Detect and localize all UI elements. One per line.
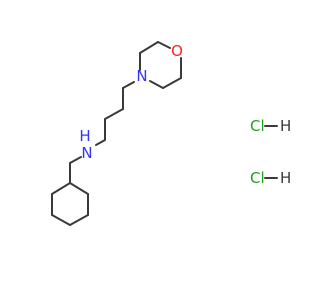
ring-nitrogen-label: N	[136, 67, 147, 85]
bond-cyhex-6	[51, 182, 71, 195]
bond-cyhex-4	[51, 214, 71, 226]
cyclohexylmethyl	[51, 156, 89, 226]
bond-chain-c2-to-c3	[104, 108, 124, 120]
chemical-structure-diagram: N O H N Cl H Cl H	[51, 41, 291, 226]
chloride-2-label: Cl	[250, 169, 265, 187]
amine-hydrogen-label: H	[79, 127, 90, 145]
bond-ring-c4-to-n	[149, 80, 164, 89]
chloride-1-label: Cl	[250, 117, 265, 135]
propyl-chain	[95, 81, 135, 146]
bond-cyhex-3	[69, 214, 89, 226]
ring-oxygen-label: O	[171, 42, 183, 60]
bond-ring-c3-to-c4	[162, 77, 182, 89]
bond-n-to-chain-c1	[122, 81, 135, 89]
hcl-salts	[264, 125, 278, 179]
hydrogen-2-label: H	[280, 169, 291, 187]
bond-chain-c4-to-amine	[95, 139, 106, 146]
bond-ring-c1-to-c2	[139, 41, 159, 54]
bond-amine-to-ch2	[69, 156, 82, 164]
amine-nitrogen-label: N	[81, 144, 92, 162]
bond-ring-c2-to-o	[157, 41, 171, 49]
bond-cyhex-1	[69, 182, 89, 195]
hydrogen-1-label: H	[280, 117, 291, 135]
morpholine-ring	[139, 41, 182, 89]
